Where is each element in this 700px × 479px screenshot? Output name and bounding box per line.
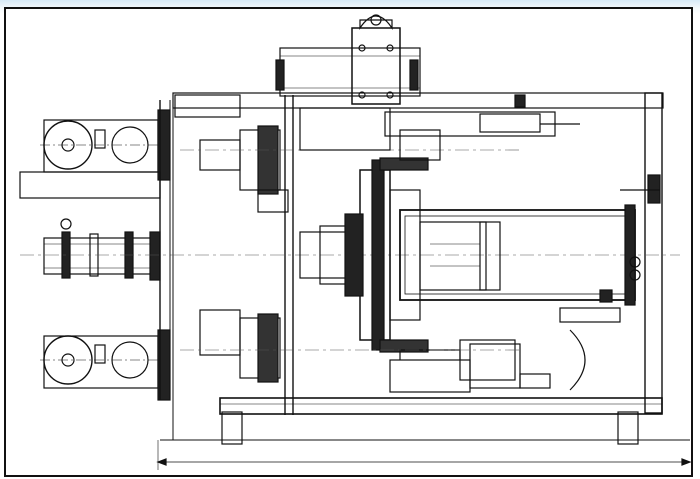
base-frame <box>160 92 690 445</box>
central-flange-stack <box>299 129 516 393</box>
left-pulley-bottom <box>40 329 171 401</box>
hydraulic-cylinder <box>399 204 641 306</box>
left-housing-plate <box>19 94 241 400</box>
right-guide-rod <box>620 174 661 204</box>
lifting-lug <box>275 14 421 415</box>
overall-dimension-line <box>156 440 692 470</box>
lower-gear-train <box>180 307 621 391</box>
left-pulley-top <box>40 109 171 181</box>
upper-gear-train <box>180 94 580 213</box>
